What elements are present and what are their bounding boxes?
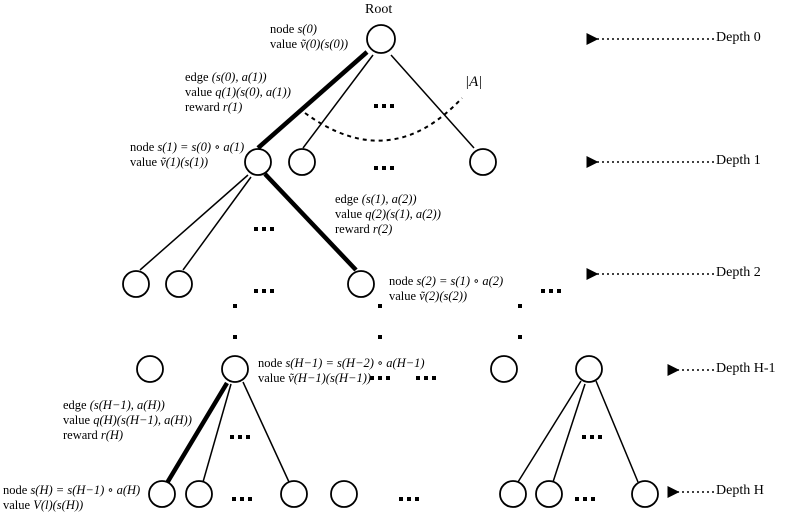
edgeH-reward-prefix: reward (63, 428, 101, 442)
edge-dH1r-to-dH-3 (595, 380, 639, 483)
node-depthH1-4 (575, 355, 603, 383)
edgeH-value-prefix: value (63, 413, 94, 427)
edge-d1-to-d2-bold (263, 172, 358, 272)
node-depthH-6 (535, 480, 563, 508)
edgeH-value: q(H)(s(H−1), a(H)) (93, 413, 192, 427)
node-depthH-5 (499, 480, 527, 508)
depth2-value-prefix: value (389, 289, 420, 303)
depth-label-2: Depth 2 (716, 265, 761, 280)
depth2-node-state: s(2) = s(1) ∘ a(2) (416, 274, 504, 288)
edge-2-annotation: edge (s(1), a(2)) value q(2)(s(1), a(2))… (335, 192, 441, 237)
root-value-prefix: value (270, 37, 301, 51)
depth1-node-annotation: node s(1) = s(0) ∘ a(1) value ṽ(1)(s(1)) (130, 140, 244, 170)
depth-label-H: Depth H (716, 483, 764, 498)
root-node-value: ṽ(0)(s(0)) (300, 37, 349, 51)
ellipsis-dots (230, 104, 602, 501)
edge-d1-to-d2-left-2 (182, 176, 252, 271)
edge-dH1-to-dH-bold (165, 381, 229, 485)
edge1-value-prefix: value (185, 85, 216, 99)
depthH1-node-annotation: node s(H−1) = s(H−2) ∘ a(H−1) value ṽ(H−… (258, 356, 425, 386)
depthH-node-annotation: node s(H) = s(H−1) ∘ a(H) value V(l)(s(H… (3, 483, 140, 513)
root-node-prefix: node (270, 22, 298, 36)
depthH-node-value: V(l)(s(H)) (33, 498, 84, 512)
node-root (366, 24, 396, 54)
depth1-node-prefix: node (130, 140, 158, 154)
edgeH-pair: (s(H−1), a(H)) (89, 398, 165, 412)
edge1-pair: (s(0), a(1)) (211, 70, 267, 84)
edge-dH1r-to-dH-1 (517, 380, 582, 483)
edge-root-to-child-1 (256, 50, 369, 150)
depthH1-value-prefix: value (258, 371, 289, 385)
edge-dH1-to-dH-3 (242, 381, 290, 483)
edge-dH1-to-dH-2 (202, 383, 232, 483)
depth2-node-value: ṽ(2)(s(2)) (419, 289, 468, 303)
node-depthH1-2 (221, 355, 249, 383)
edge2-value: q(2)(s(1), a(2)) (365, 207, 441, 221)
depthH1-node-prefix: node (258, 356, 286, 370)
edge1-reward: r(1) (222, 100, 243, 114)
depth1-node-value: ṽ(1)(s(1)) (160, 155, 209, 169)
depthH-node-state: s(H) = s(H−1) ∘ a(H) (30, 483, 141, 497)
root-label: Root (365, 2, 393, 17)
edge1-reward-prefix: reward (185, 100, 223, 114)
depthH-node-prefix: node (3, 483, 31, 497)
node-depthH-7 (631, 480, 659, 508)
node-depth1-1 (244, 148, 272, 176)
node-depthH1-1 (136, 355, 164, 383)
edge2-pair: (s(1), a(2)) (361, 192, 417, 206)
depth2-node-annotation: node s(2) = s(1) ∘ a(2) value ṽ(2)(s(2)) (389, 274, 503, 304)
edge2-reward: r(2) (372, 222, 393, 236)
node-depthH-4 (330, 480, 358, 508)
edge-d1-to-d2-left-1 (139, 174, 249, 271)
node-depth2-2 (165, 270, 193, 298)
edge1-value: q(1)(s(0), a(1)) (215, 85, 291, 99)
depthH1-node-value: ṽ(H−1)(s(H−1)) (288, 371, 372, 385)
depth-label-0: Depth 0 (716, 30, 761, 45)
edge2-reward-prefix: reward (335, 222, 373, 236)
edgeH-prefix: edge (63, 398, 90, 412)
depth-label-H-1: Depth H-1 (716, 361, 776, 376)
edge-1-annotation: edge (s(0), a(1)) value q(1)(s(0), a(1))… (185, 70, 291, 115)
edgeH-reward: r(H) (100, 428, 124, 442)
depth-label-1: Depth 1 (716, 153, 761, 168)
node-depth1-3 (469, 148, 497, 176)
node-depth2-1 (122, 270, 150, 298)
depth2-node-prefix: node (389, 274, 417, 288)
edge-root-to-child-3 (390, 54, 475, 149)
node-depth2-3 (347, 270, 375, 298)
edge2-prefix: edge (335, 192, 362, 206)
node-depthH1-3 (490, 355, 518, 383)
branching-factor-label: |A| (465, 74, 483, 90)
branching-factor-curve (304, 97, 463, 142)
root-node-annotation: node s(0) value ṽ(0)(s(0)) (270, 22, 348, 52)
node-depthH-2 (185, 480, 213, 508)
node-depthH-1 (148, 480, 176, 508)
edge-dH1r-to-dH-2 (552, 383, 586, 483)
depth1-node-state: s(1) = s(0) ∘ a(1) (157, 140, 245, 154)
depth1-value-prefix: value (130, 155, 161, 169)
edge-root-to-child-2 (302, 54, 374, 149)
depthH1-node-state: s(H−1) = s(H−2) ∘ a(H−1) (285, 356, 425, 370)
depthH-value-prefix: value (3, 498, 34, 512)
node-depthH-3 (280, 480, 308, 508)
edge2-value-prefix: value (335, 207, 366, 221)
node-depth1-2 (288, 148, 316, 176)
edge1-prefix: edge (185, 70, 212, 84)
edge-H-annotation: edge (s(H−1), a(H)) value q(H)(s(H−1), a… (63, 398, 192, 443)
root-node-state: s(0) (297, 22, 317, 36)
